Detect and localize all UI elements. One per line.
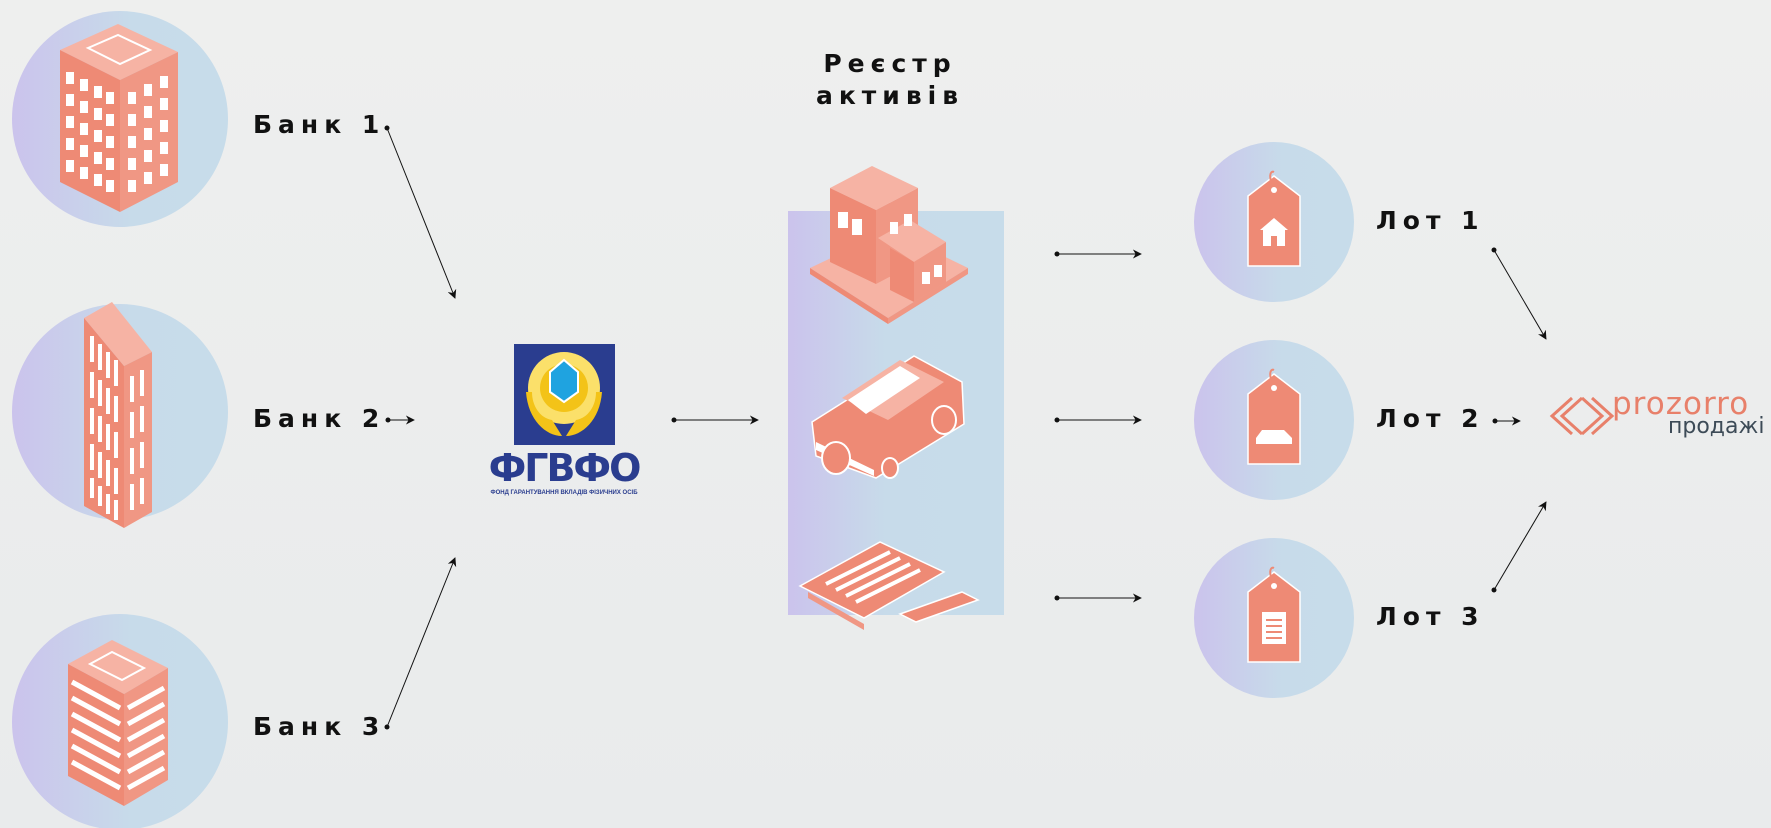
- document-tag-icon: [1247, 566, 1301, 663]
- house-icon: [810, 166, 968, 324]
- striped-building-icon: [68, 640, 168, 806]
- bank-2-label: Банк 2: [253, 404, 386, 433]
- fund-emblem: [514, 344, 615, 445]
- prozorro-subtitle: продажі: [1668, 414, 1765, 439]
- arrow-lot3-to-prozorro: [1491, 501, 1547, 593]
- bank-3-label: Банк 3: [253, 712, 386, 741]
- bank-1-label: Банк 1: [253, 110, 386, 139]
- fund-name: ФГВФО: [488, 446, 642, 490]
- prozorro-name: prozorro: [1612, 386, 1750, 422]
- car-tag-icon: [1247, 368, 1301, 465]
- office-building-icon: [60, 24, 178, 212]
- arrow-bank3-to-fund: [384, 557, 457, 730]
- house-tag-icon: [1247, 170, 1301, 267]
- arrow-bank1-to-fund: [384, 125, 457, 299]
- lot-2-label: Лот 2: [1376, 404, 1485, 433]
- prozorro-logo-icon: [1549, 396, 1615, 436]
- documents-icon: [798, 541, 980, 630]
- lot-1-label: Лот 1: [1376, 206, 1485, 235]
- tower-building-icon: [84, 302, 152, 528]
- car-icon: [811, 355, 965, 479]
- lot-3-label: Лот 3: [1376, 602, 1485, 631]
- fund-subtitle: ФОНД ГАРАНТУВАННЯ ВКЛАДІВ ФІЗИЧНИХ ОСІБ: [490, 490, 638, 496]
- asset-register-title: Реєстр активів: [815, 49, 965, 110]
- arrow-lot1-to-prozorro: [1491, 247, 1547, 340]
